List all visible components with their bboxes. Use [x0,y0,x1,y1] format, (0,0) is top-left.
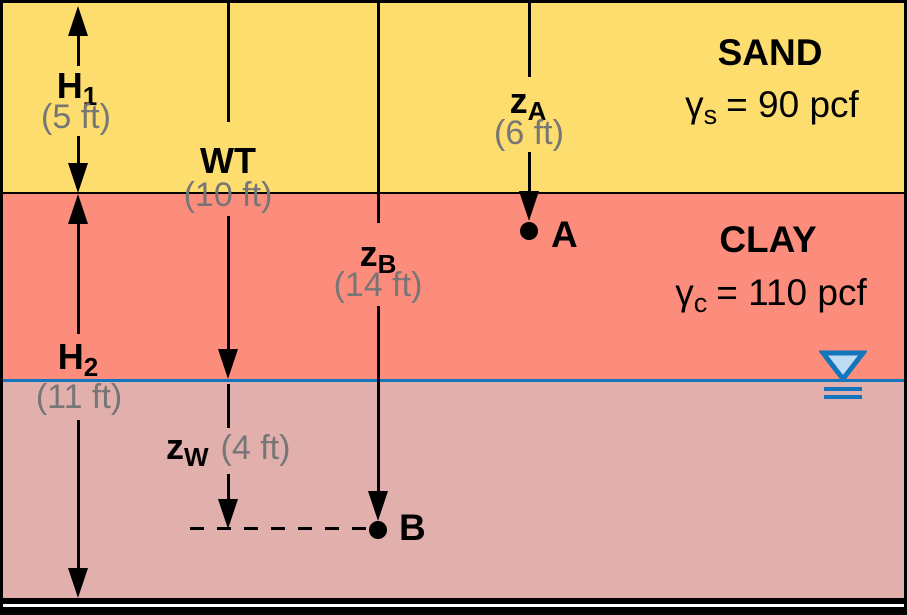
h2-arrow-line-top [77,222,80,334]
zb-value: (14 ft) [333,266,423,304]
za-value: (6 ft) [494,114,564,152]
h2-arrow-line-bottom [77,420,80,570]
h2-arrow-down-head [68,568,88,598]
gamma-symbol: γ [675,272,694,313]
gamma-subscript: s [703,100,718,130]
h1-arrow-down-head [68,163,88,193]
water-table-hatch-line-2 [824,395,862,399]
zb-label: zB [359,233,397,279]
saturated-clay-layer [3,382,904,604]
h1-arrow-up-head [68,6,88,36]
h1-arrow-line-bottom [77,136,80,166]
h1-value: (5 ft) [41,98,111,136]
h1-label: H1 [56,65,98,111]
point-b-marker [369,521,387,539]
wt-arrow-line-top [227,3,230,122]
clay-layer-title: CLAY [719,219,817,260]
bottom-border-band [0,607,907,615]
zw-arrow-line-bottom [227,474,230,502]
wt-value: (10 ft) [183,176,273,214]
gamma-symbol: γ [685,84,704,125]
point-a-marker [520,222,538,240]
h2-value: (11 ft) [35,378,123,416]
gamma-value: = 90 pcf [726,84,859,125]
sand-layer [3,3,904,192]
zb-arrow-line-top [377,3,380,223]
gamma-value: = 110 pcf [716,272,867,313]
water-table-hatch-line-1 [824,387,862,391]
sand-layer-title: SAND [717,32,823,73]
gamma-subscript: c [693,288,708,318]
za-label: zA [509,80,547,126]
h2-arrow-up-head [68,194,88,224]
zb-arrow-line-bottom [377,306,380,494]
zb-arrow-down-head [368,491,388,521]
wt-arrow-down-head [218,349,238,379]
h1-arrow-line-top [77,34,80,66]
point-a-label: A [551,214,578,255]
clay-layer [3,194,904,379]
clay-unit-weight: γc = 110 pcf [675,274,867,317]
sand-clay-boundary-line [3,192,904,194]
za-arrow-down-head [519,191,539,221]
depth-reference-dashed-line [190,527,370,530]
za-arrow-line-bottom [528,152,531,194]
wt-label: WT [200,140,256,181]
water-table-triangle-icon [819,350,867,382]
za-arrow-line-top [528,3,531,77]
zw-value: (4 ft) [220,429,291,467]
h2-label: H2 [57,336,99,382]
bedrock-line [3,598,904,604]
zw-label-row: zW (4 ft) [166,426,291,472]
zw-arrow-down-head [218,499,238,529]
point-b-label: B [399,507,426,548]
water-table-line [3,379,904,382]
sand-unit-weight: γs = 90 pcf [685,86,859,129]
bedrock-gap-line [3,604,904,607]
zw-arrow-line-top [227,384,230,428]
zw-label: zW [166,426,209,472]
wt-arrow-line-bottom [227,216,230,352]
